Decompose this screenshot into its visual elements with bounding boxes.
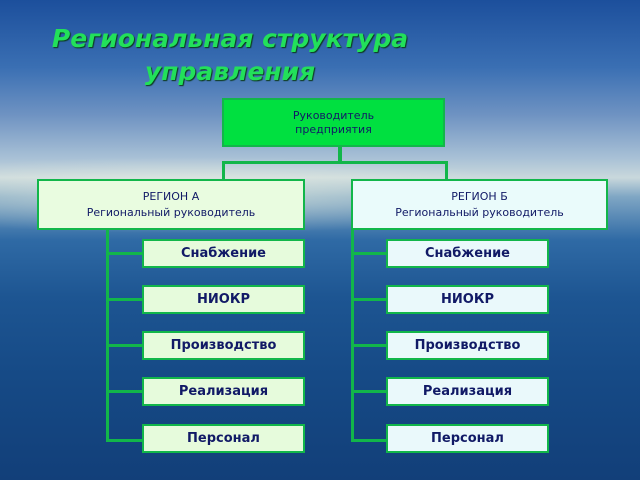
region-b-dept-rnd: НИОКР	[386, 285, 549, 314]
region-a-dept-rnd: НИОКР	[142, 285, 305, 314]
branch-a-3	[106, 344, 142, 347]
region-b-dept-supply: Снабжение	[386, 239, 549, 268]
spine-region-b	[351, 230, 354, 442]
region-b-dept-production: Производство	[386, 331, 549, 360]
region-b-dept-sales: Реализация	[386, 377, 549, 406]
region-a-dept-sales: Реализация	[142, 377, 305, 406]
branch-b-4	[351, 390, 386, 393]
region-a-dept-production: Производство	[142, 331, 305, 360]
branch-a-4	[106, 390, 142, 393]
ceo-box: Руководитель предприятия	[222, 98, 445, 147]
region-a-dept-supply: Снабжение	[142, 239, 305, 268]
connector-horizontal	[222, 161, 448, 164]
branch-b-1	[351, 252, 386, 255]
branch-a-2	[106, 298, 142, 301]
branch-a-5	[106, 439, 142, 442]
region-b-box: РЕГИОН Б Региональный руководитель	[351, 179, 608, 230]
branch-b-2	[351, 298, 386, 301]
branch-a-1	[106, 252, 142, 255]
region-b-dept-personnel: Персонал	[386, 424, 549, 453]
spine-region-a	[106, 230, 109, 442]
branch-b-3	[351, 344, 386, 347]
region-a-dept-personnel: Персонал	[142, 424, 305, 453]
region-a-box: РЕГИОН А Региональный руководитель	[37, 179, 305, 230]
connector-top-down	[338, 147, 342, 163]
connector-to-region-a	[222, 161, 225, 179]
branch-b-5	[351, 439, 386, 442]
connector-to-region-b	[445, 161, 448, 179]
page-title: Региональная структура управления	[51, 24, 409, 86]
